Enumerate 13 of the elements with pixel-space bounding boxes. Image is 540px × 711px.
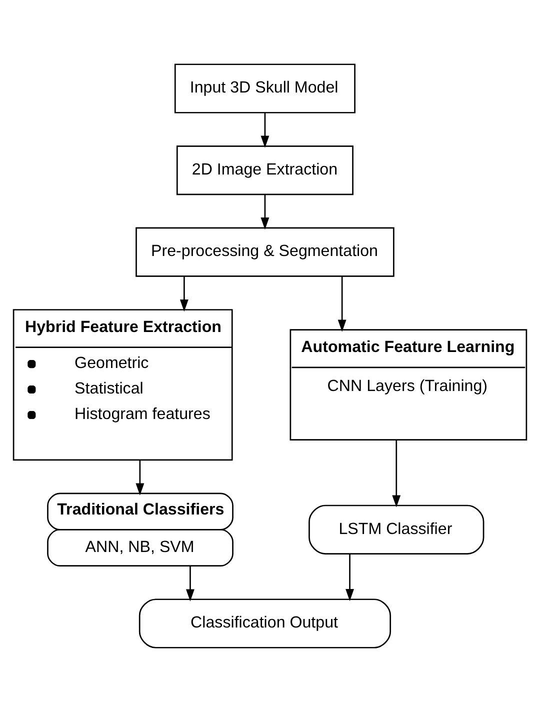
node-box: LSTM Classifier: [308, 504, 484, 554]
node-box: 2D Image Extraction: [176, 144, 354, 195]
arrow: [136, 460, 144, 495]
arrow: [180, 276, 188, 312]
arrow: [186, 566, 194, 601]
arrow: [260, 194, 270, 230]
node-box: Classification Output: [138, 598, 391, 648]
arrow: [392, 440, 401, 507]
node-box: Input 3D Skull Model: [174, 63, 356, 113]
arrow: [346, 553, 354, 601]
node-box: Pre-processing & Segmentation: [136, 226, 394, 276]
arrow: [260, 112, 270, 148]
arrow: [338, 276, 346, 332]
